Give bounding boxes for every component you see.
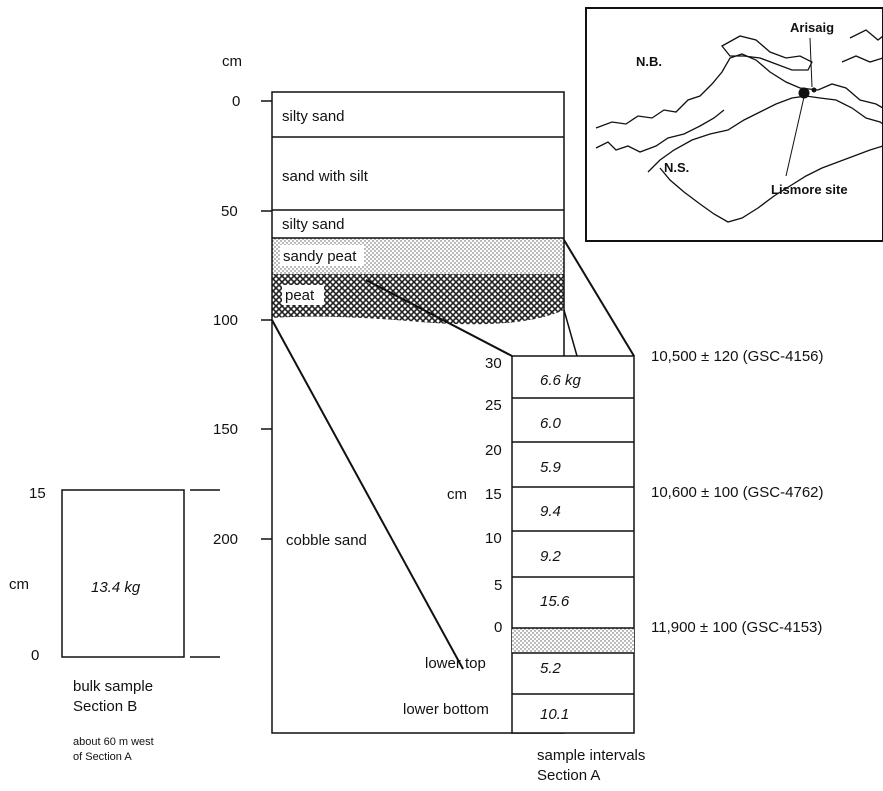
- interval-weight: 6.0: [540, 415, 562, 432]
- interval-weight: 5.9: [540, 459, 562, 476]
- section-b-caption-2: Section B: [73, 698, 137, 715]
- interval-tick: 30: [485, 355, 502, 372]
- section-a-column: cm 0 50 100 150 200 silty sand sand with…: [213, 53, 565, 734]
- arisaig-marker: [811, 87, 817, 93]
- map-label-ns: N.S.: [664, 160, 689, 175]
- layer-label-sandy-peat: sandy peat: [283, 248, 357, 265]
- date-label: 11,900 ± 100 (GSC-4153): [651, 619, 822, 636]
- depth-tick-50: 50: [221, 203, 238, 220]
- layer-label-sand-with-silt: sand with silt: [282, 168, 369, 185]
- layer-label-peat: peat: [285, 287, 315, 304]
- interval-weight: 10.1: [540, 706, 569, 723]
- date-label: 10,600 ± 100 (GSC-4762): [651, 484, 824, 501]
- arisaig-leader: [809, 37, 813, 88]
- layer-label-cobble-sand: cobble sand: [286, 532, 367, 549]
- connector-lines: [271, 239, 635, 670]
- interval-tick: 10: [485, 530, 502, 547]
- depth-tick-0: 0: [232, 93, 240, 110]
- sample-box: [511, 355, 635, 734]
- section-a-caption-1: sample intervals: [537, 747, 645, 764]
- cape-breton-outline: [841, 55, 883, 63]
- nova-scotia-south-coast: [659, 145, 883, 223]
- lower-bottom-label: lower bottom: [403, 701, 489, 718]
- map-label-lismore: Lismore site: [771, 182, 848, 197]
- map-frame: [585, 7, 883, 242]
- cape-breton-outline: [849, 29, 883, 41]
- bulk-sample-weight: 13.4 kg: [91, 579, 141, 596]
- section-b-note-1: about 60 m west: [73, 736, 154, 748]
- layer-label-silty-sand-top: silty sand: [282, 108, 345, 125]
- interval-tick: 0: [494, 619, 502, 636]
- interval-unit: cm: [447, 486, 467, 503]
- label-backing: [280, 245, 364, 266]
- sample-intervals: 30 25 20 cm 15 10 5 0 lower top lower bo…: [403, 355, 645, 784]
- section-b-unit: cm: [9, 576, 29, 593]
- nova-scotia-north-coast: [647, 95, 883, 173]
- bay-coastline: [595, 109, 725, 153]
- lismore-site-marker: [798, 87, 810, 99]
- layer-label-silty-sand: silty sand: [282, 216, 345, 233]
- radiocarbon-dates: 10,500 ± 120 (GSC-4156) 10,600 ± 100 (GS…: [651, 348, 824, 636]
- bulk-sample-box: [61, 489, 185, 658]
- depth-unit-label: cm: [222, 53, 242, 70]
- interval-weight: 9.4: [540, 503, 561, 520]
- section-b-tick-0: 0: [31, 647, 39, 664]
- section-a-caption-2: Section A: [537, 767, 600, 784]
- lismore-leader: [785, 96, 805, 177]
- interval-tick: 5: [494, 577, 502, 594]
- mainland-coastline: [595, 53, 883, 129]
- lower-top-label: lower top: [425, 655, 486, 672]
- interval-weight: 15.6: [540, 593, 570, 610]
- interval-tick: 20: [485, 442, 502, 459]
- depth-tick-200: 200: [213, 531, 238, 548]
- dated-interval-band: [512, 628, 634, 653]
- section-b-caption-1: bulk sample: [73, 678, 153, 695]
- map-label-arisaig: Arisaig: [790, 20, 834, 35]
- interval-weight: 6.6 kg: [540, 372, 582, 389]
- interval-tick: 15: [485, 486, 502, 503]
- label-backing: [282, 285, 324, 305]
- section-b: 15 cm 0 13.4 kg bulk sample Section B ab…: [9, 485, 220, 763]
- depth-tick-100: 100: [213, 312, 238, 329]
- peat-layer: [272, 274, 564, 325]
- depth-tick-150: 150: [213, 421, 238, 438]
- interval-weight: 9.2: [540, 548, 562, 565]
- interval-tick: 25: [485, 397, 502, 414]
- location-map: N.B. N.S. Arisaig Lismore site: [585, 7, 883, 242]
- map-label-nb: N.B.: [636, 54, 662, 69]
- section-b-note-2: of Section A: [73, 751, 132, 763]
- date-label: 10,500 ± 120 (GSC-4156): [651, 348, 824, 365]
- section-b-tick-15: 15: [29, 485, 46, 502]
- interval-weight: 5.2: [540, 660, 562, 677]
- island-outline: [721, 35, 813, 71]
